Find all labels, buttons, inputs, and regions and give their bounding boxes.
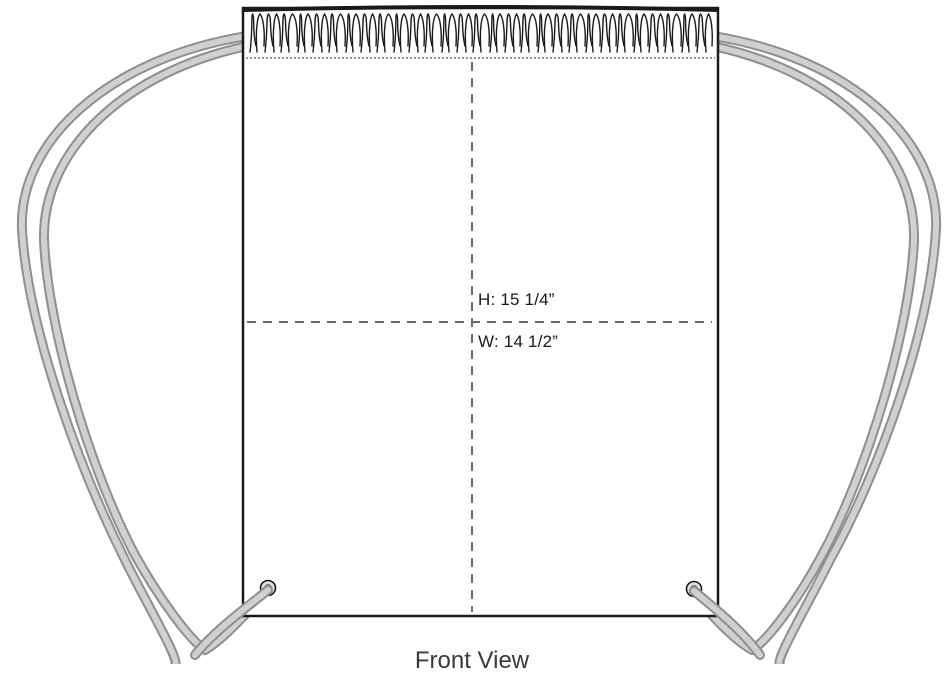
- fabric-gather-fold: [648, 13, 658, 53]
- fabric-gather-fold: [687, 13, 697, 53]
- fabric-gather-fold: [512, 12, 521, 53]
- fabric-gather-fold: [623, 13, 634, 53]
- cord-ends: [190, 585, 765, 660]
- left-cord: [16, 31, 270, 664]
- fabric-gather-fold: [368, 12, 377, 53]
- fabric-gather-fold: [399, 13, 409, 53]
- fabric-gather-fold: [408, 13, 418, 53]
- fabric-gather-fold: [664, 13, 673, 53]
- fabric-gather-fold: [585, 12, 593, 53]
- fabric-gather-fold: [704, 12, 713, 53]
- fabric-gather-fold: [280, 13, 289, 53]
- bag-body-outline: [241, 6, 720, 618]
- fabric-gather-fold: [681, 12, 689, 53]
- right-cord-inner-strand-edge: [689, 41, 920, 655]
- fabric-gather-fold: [489, 12, 497, 53]
- fabric-gather-fold: [608, 12, 617, 53]
- fabric-gather-fold: [287, 13, 298, 53]
- fabric-gather-fold: [616, 13, 625, 53]
- fabric-gather-fold: [671, 13, 682, 53]
- gathered-fabric: [249, 12, 713, 53]
- fabric-gather-fold: [552, 13, 562, 53]
- fabric-gather-fold: [383, 13, 394, 53]
- fabric-gather-fold: [543, 13, 553, 53]
- fabric-gather-fold: [376, 13, 385, 53]
- left-cord-end-fill: [192, 587, 271, 658]
- fabric-gather-fold: [351, 13, 361, 53]
- fabric-gather-fold: [441, 12, 449, 53]
- right-cord-end-fill: [691, 588, 763, 658]
- right-cord: [689, 31, 942, 664]
- fabric-gather-fold: [393, 12, 401, 53]
- channel-top-edge: [242, 5, 719, 12]
- fabric-gather-fold: [416, 12, 425, 53]
- fabric-gather-fold: [303, 13, 313, 53]
- fabric-gather-fold: [431, 13, 442, 53]
- fabric-gather-fold: [297, 12, 305, 53]
- fabric-gather-fold: [568, 13, 577, 53]
- fabric-gather-fold: [264, 13, 274, 53]
- fabric-gather-fold: [633, 12, 641, 53]
- fabric-gather-fold: [424, 13, 433, 53]
- fabric-gather-fold: [656, 12, 665, 53]
- fabric-gather-fold: [600, 13, 610, 53]
- fabric-gather-fold: [639, 13, 649, 53]
- right-cord-outer-strand: [710, 33, 940, 664]
- fabric-gather-fold: [272, 12, 281, 53]
- fabric-gather-fold: [591, 13, 601, 53]
- view-caption: Front View: [414, 647, 530, 674]
- fabric-gather-fold: [575, 13, 586, 53]
- fabric-gather-fold: [696, 13, 706, 53]
- fabric-gather-fold: [447, 13, 457, 53]
- fabric-gather-fold: [320, 12, 329, 53]
- fabric-gather-fold: [464, 12, 473, 53]
- fabric-gather-fold: [328, 13, 337, 53]
- height-dimension-label: H: 15 1/4”: [478, 290, 555, 309]
- fabric-gather-fold: [537, 12, 545, 53]
- fabric-gather-fold: [560, 12, 569, 53]
- fabric-gather-fold: [527, 13, 538, 53]
- fabric-gather-fold: [504, 13, 514, 53]
- fabric-gather-fold: [495, 13, 505, 53]
- width-dimension-label: W: 14 1/2”: [478, 332, 559, 351]
- fabric-gather-fold: [345, 12, 353, 53]
- fabric-gather-fold: [335, 13, 346, 53]
- fabric-gather-fold: [360, 13, 370, 53]
- fabric-gather-fold: [472, 13, 481, 53]
- fabric-gather-fold: [456, 13, 466, 53]
- left-cord-inner-strand-edge: [38, 41, 270, 655]
- fabric-gather-fold: [479, 13, 490, 53]
- left-cord-outer-strand: [18, 33, 250, 664]
- fabric-gather-fold: [312, 13, 322, 53]
- fabric-gather-fold: [249, 12, 257, 53]
- fabric-gather-fold: [520, 13, 529, 53]
- fabric-gather-fold: [255, 13, 265, 53]
